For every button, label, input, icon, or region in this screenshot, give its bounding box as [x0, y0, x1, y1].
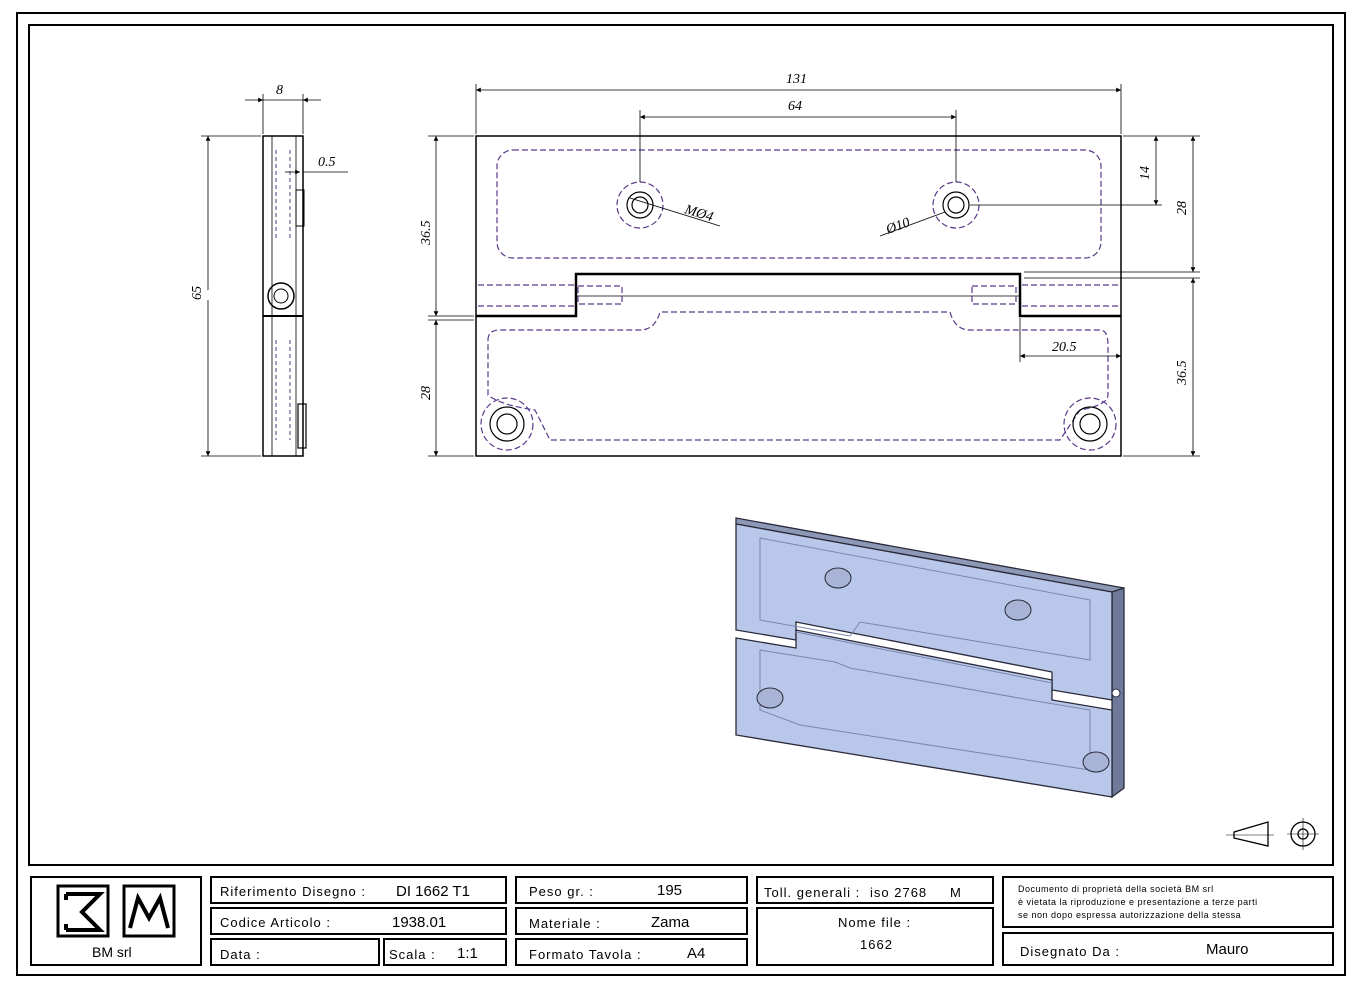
codice-label: Codice Articolo : — [220, 915, 331, 930]
side-view — [201, 94, 348, 457]
dim-thread: MØ4 — [682, 202, 715, 225]
dim-slot-length: 20.5 — [1052, 340, 1077, 355]
dim-left-lower: 28 — [419, 386, 434, 400]
bm-logo-icon — [56, 884, 176, 938]
peso-label: Peso gr. : — [529, 884, 594, 899]
scala-cell: Scala : 1:1 — [383, 938, 507, 966]
disegnato-cell: Disegnato Da : Mauro — [1002, 932, 1334, 966]
toll-class: M — [950, 885, 962, 900]
data-cell: Data : — [210, 938, 380, 966]
disegnato-label: Disegnato Da : — [1020, 944, 1120, 959]
nome-file-cell: Nome file : 1662 — [756, 907, 994, 966]
company-name: BM srl — [92, 944, 132, 960]
rif-disegno-cell: Riferimento Disegno : DI 1662 T1 — [210, 876, 507, 904]
legal-line-3: se non dopo espressa autorizzazione dell… — [1018, 910, 1242, 920]
legal-line-1: Documento di proprietà della società BM … — [1018, 884, 1214, 894]
formato-value: A4 — [687, 945, 706, 962]
peso-cell: Peso gr. : 195 — [515, 876, 748, 904]
dim-side-width: 8 — [276, 83, 283, 98]
materiale-cell: Materiale : Zama — [515, 907, 748, 935]
rif-value: DI 1662 T1 — [396, 883, 470, 900]
peso-value: 195 — [657, 882, 683, 899]
dim-side-gap: 0.5 — [318, 155, 336, 170]
dim-right-hole-offset: 14 — [1138, 166, 1153, 180]
rif-label: Riferimento Disegno : — [220, 884, 366, 899]
toll-value: iso 2768 — [870, 885, 928, 900]
codice-articolo-cell: Codice Articolo : 1938.01 — [210, 907, 507, 935]
isometric-view — [735, 517, 1125, 799]
front-view — [428, 84, 1200, 457]
tolleranze-cell: Toll. generali : iso 2768 M — [756, 876, 994, 904]
materiale-label: Materiale : — [529, 916, 601, 931]
legal-notice-cell: Documento di proprietà della società BM … — [1002, 876, 1334, 928]
toll-label: Toll. generali : — [764, 885, 861, 900]
dim-right-upper: 28 — [1175, 201, 1190, 215]
data-label: Data : — [220, 947, 261, 962]
scala-value: 1:1 — [457, 945, 478, 962]
dim-counterbore: Ø10 — [883, 215, 912, 238]
drawing-border-inner — [28, 24, 1334, 866]
projection-symbol-icon — [1226, 818, 1319, 850]
legal-line-2: è vietata la riproduzione e presentazion… — [1018, 897, 1258, 907]
materiale-value: Zama — [651, 914, 690, 931]
nome-file-value: 1662 — [860, 937, 893, 952]
scala-label: Scala : — [389, 947, 436, 962]
drawing-border-outer — [16, 12, 1346, 976]
dim-overall-length: 131 — [786, 72, 807, 87]
dim-left-upper: 36.5 — [419, 221, 434, 247]
formato-cell: Formato Tavola : A4 — [515, 938, 748, 966]
disegnato-value: Mauro — [1206, 941, 1249, 958]
company-logo-box: BM srl — [30, 876, 202, 966]
nome-file-label: Nome file : — [838, 915, 912, 930]
dim-hole-spacing: 64 — [788, 99, 802, 114]
dim-side-height: 65 — [190, 286, 205, 300]
formato-label: Formato Tavola : — [529, 947, 642, 962]
codice-value: 1938.01 — [392, 914, 447, 931]
dim-right-lower: 36.5 — [1175, 361, 1190, 387]
